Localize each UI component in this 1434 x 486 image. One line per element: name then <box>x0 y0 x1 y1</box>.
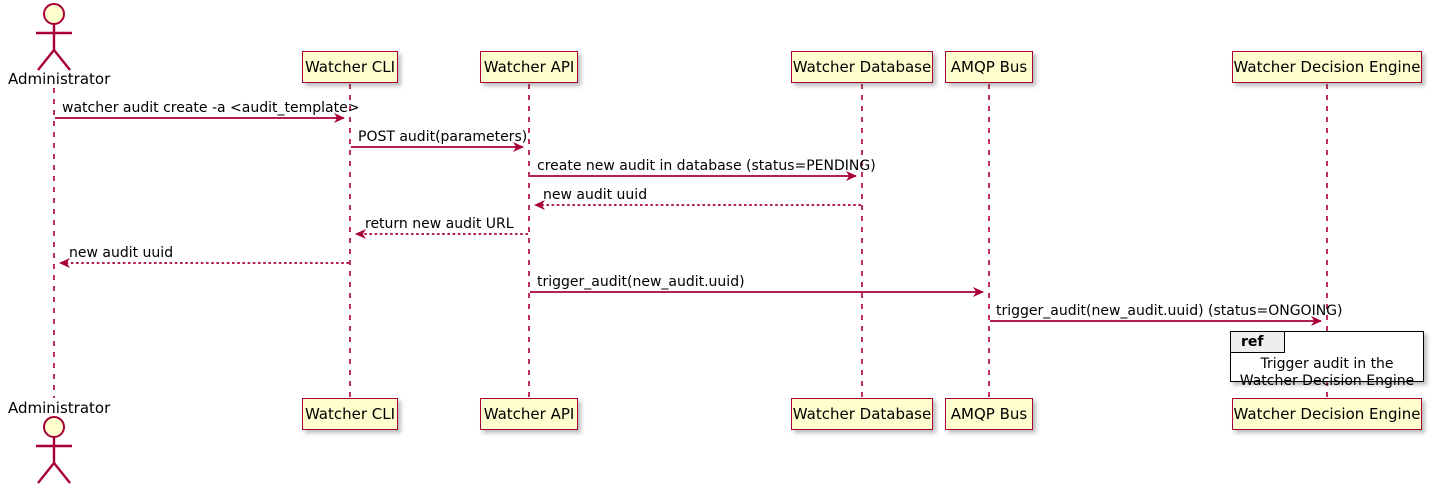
message-label-5: return new audit URL <box>365 216 514 232</box>
participant-box-watcher-decision-engine-bottom[interactable]: Watcher Decision Engine <box>1232 398 1422 430</box>
actor-label-administrator-top: Administrator <box>8 70 111 88</box>
participant-label-watcher-decision-engine: Watcher Decision Engine <box>1233 57 1421 76</box>
message-label-8: trigger_audit(new_audit.uuid) (status=ON… <box>996 303 1343 319</box>
participant-label-amqp-bus: AMQP Bus <box>950 57 1028 76</box>
participant-label-watcher-api-bottom: Watcher API <box>483 404 575 423</box>
participant-label-watcher-cli: Watcher CLI <box>304 57 396 76</box>
participant-box-watcher-api-bottom[interactable]: Watcher API <box>480 398 578 430</box>
participant-label-amqp-bus-bottom: AMQP Bus <box>950 404 1028 423</box>
message-label-4: new audit uuid <box>543 187 648 203</box>
participant-box-watcher-cli-top[interactable]: Watcher CLI <box>302 51 398 83</box>
participant-box-watcher-decision-engine-top[interactable]: Watcher Decision Engine <box>1232 51 1422 83</box>
actor-label-administrator-bottom: Administrator <box>8 399 111 417</box>
message-label-7: trigger_audit(new_audit.uuid) <box>537 274 745 290</box>
participant-label-watcher-database-bottom: Watcher Database <box>792 404 932 423</box>
message-label-2: POST audit(parameters) <box>358 129 528 145</box>
message-label-1: watcher audit create -a <audit_template> <box>62 100 360 116</box>
participant-label-watcher-decision-engine-bottom: Watcher Decision Engine <box>1233 404 1421 423</box>
participant-label-watcher-database: Watcher Database <box>792 57 932 76</box>
actor-administrator-bottom <box>36 416 72 484</box>
participant-label-watcher-api: Watcher API <box>483 57 575 76</box>
ref-block[interactable]: ref Trigger audit in the Watcher Decisio… <box>1230 331 1424 389</box>
ref-body-line-1: Trigger audit in the <box>1260 356 1394 372</box>
participant-box-watcher-database-top[interactable]: Watcher Database <box>791 51 933 83</box>
participant-box-amqp-bus-bottom[interactable]: AMQP Bus <box>945 398 1033 430</box>
ref-body-line-2: Watcher Decision Engine <box>1239 373 1415 389</box>
participant-box-watcher-api-top[interactable]: Watcher API <box>480 51 578 83</box>
ref-tab-label: ref <box>1241 334 1264 350</box>
participant-box-watcher-cli-bottom[interactable]: Watcher CLI <box>302 398 398 430</box>
message-label-3: create new audit in database (status=PEN… <box>537 158 876 174</box>
participant-box-amqp-bus-top[interactable]: AMQP Bus <box>945 51 1033 83</box>
participant-box-watcher-database-bottom[interactable]: Watcher Database <box>791 398 933 430</box>
participant-label-watcher-cli-bottom: Watcher CLI <box>304 404 396 423</box>
actor-administrator-top <box>36 3 72 71</box>
ref-tab <box>1231 332 1285 353</box>
message-label-6: new audit uuid <box>69 245 174 261</box>
